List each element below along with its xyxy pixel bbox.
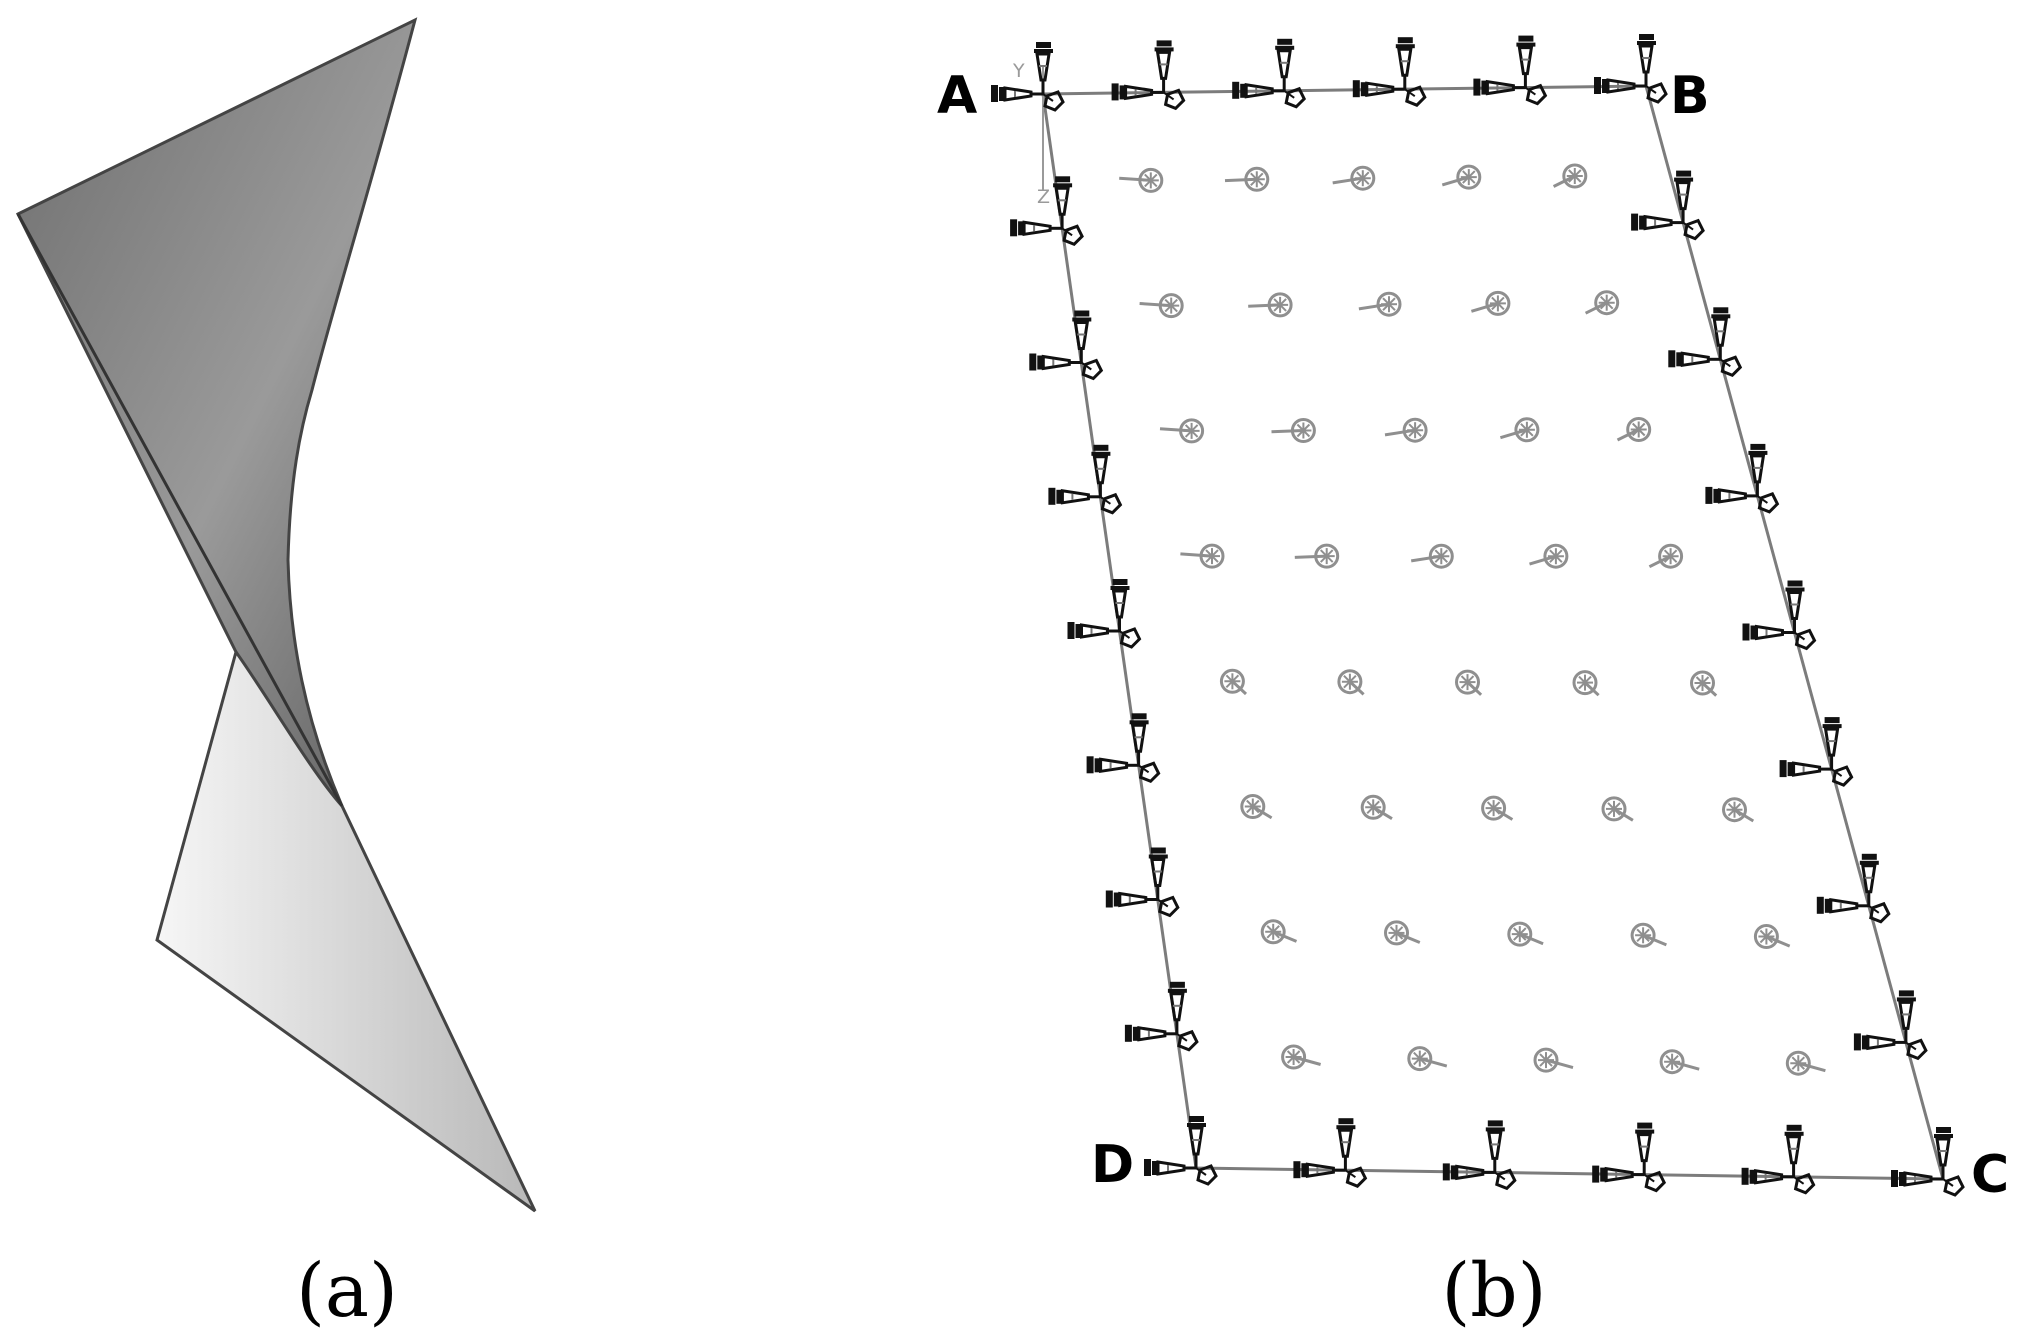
- interior-node: [1332, 165, 1376, 191]
- interior-node: [1470, 290, 1511, 316]
- interior-node: [1455, 669, 1483, 696]
- boundary-restraint-16: [1441, 1118, 1517, 1190]
- interior-node: [1572, 670, 1600, 697]
- interior-node: [1384, 417, 1428, 443]
- boundary-restraint-8: [1666, 305, 1742, 377]
- interior-node: [1753, 924, 1791, 949]
- interior-node: [1552, 163, 1588, 189]
- interior-node: [1248, 292, 1293, 318]
- panel-a-surface: [15, 17, 537, 1213]
- surface-fold-edge: [16, 213, 344, 807]
- interior-node: [1648, 543, 1684, 569]
- surface-upper-dark-face: [15, 17, 418, 807]
- panel-b-caption: (b): [1441, 1248, 1546, 1334]
- boundary-restraint-19: [1889, 1125, 1965, 1197]
- axis-y-label: Y: [1012, 60, 1025, 82]
- interior-node: [1281, 1044, 1322, 1070]
- boundary-restraint-24: [1085, 711, 1161, 783]
- interior-node: [1159, 418, 1205, 444]
- panel-a-caption: (a): [296, 1248, 398, 1334]
- boundary-restraint-25: [1104, 846, 1180, 917]
- boundary-restraint-5: [1471, 34, 1547, 106]
- interior-node: [1139, 293, 1184, 319]
- boundary-restraint-23: [1066, 577, 1141, 649]
- interior-node: [1499, 417, 1540, 443]
- surface-lower-light-face: [155, 648, 537, 1213]
- boundary-restraint-13: [1852, 988, 1928, 1060]
- boundary-restraint-22: [1046, 443, 1122, 515]
- interior-node: [1294, 543, 1340, 569]
- interior-node: [1271, 418, 1316, 443]
- corner-label-b: B: [1670, 66, 1710, 126]
- boundary-restraint-1: [989, 40, 1065, 112]
- interior-node: [1219, 668, 1248, 696]
- boundary-restraint-15: [1291, 1116, 1367, 1188]
- interior-node: [1407, 1046, 1448, 1072]
- boundary-restraint-6: [1592, 32, 1668, 104]
- boundary-restraint-10: [1741, 579, 1816, 650]
- interior-node: [1722, 797, 1755, 823]
- corner-label-d: D: [1091, 1135, 1134, 1195]
- interior-node: [1481, 795, 1514, 821]
- boundary-restraint-2: [1110, 38, 1186, 110]
- interior-node: [1533, 1047, 1574, 1073]
- corner-label-a: A: [937, 66, 977, 126]
- interior-node: [1260, 919, 1298, 945]
- boundary-restraint-26: [1123, 980, 1199, 1052]
- interior-node: [1659, 1049, 1700, 1075]
- interior-node: [1690, 670, 1718, 697]
- boundary-restraint-11: [1778, 715, 1854, 787]
- interior-node: [1441, 164, 1482, 190]
- interior-node: [1240, 794, 1273, 820]
- interior-node: [1358, 291, 1402, 317]
- interior-node: [1616, 417, 1652, 442]
- boundary-restraint-7: [1629, 169, 1705, 241]
- corner-label-c: C: [1971, 1145, 2009, 1205]
- interior-node: [1119, 167, 1164, 193]
- axis-z-label: Z: [1037, 186, 1050, 208]
- interior-nodes: [1119, 163, 1826, 1076]
- interior-node: [1529, 543, 1569, 569]
- boundary-restraints: [989, 32, 1965, 1197]
- interior-node: [1630, 922, 1667, 948]
- interior-node: [1180, 543, 1225, 569]
- boundary-restraint-17: [1590, 1121, 1666, 1193]
- boundary-restraint-4: [1351, 35, 1427, 107]
- interior-node: [1384, 920, 1421, 946]
- interior-node: [1584, 290, 1620, 316]
- interior-node: [1410, 543, 1454, 569]
- boundary-restraint-14: [1142, 1114, 1218, 1186]
- boundary-restraint-9: [1703, 442, 1779, 514]
- interior-node: [1507, 921, 1544, 947]
- panel-b-plate: Y Z: [989, 32, 1965, 1197]
- boundary-restraint-12: [1815, 852, 1891, 924]
- boundary-restraint-18: [1740, 1123, 1816, 1195]
- interior-node: [1785, 1050, 1826, 1076]
- boundary-restraint-21: [1027, 309, 1103, 380]
- interior-node: [1224, 166, 1270, 192]
- interior-node: [1360, 794, 1393, 820]
- interior-node: [1601, 796, 1634, 822]
- interior-node: [1337, 669, 1365, 696]
- boundary-restraint-3: [1230, 37, 1306, 109]
